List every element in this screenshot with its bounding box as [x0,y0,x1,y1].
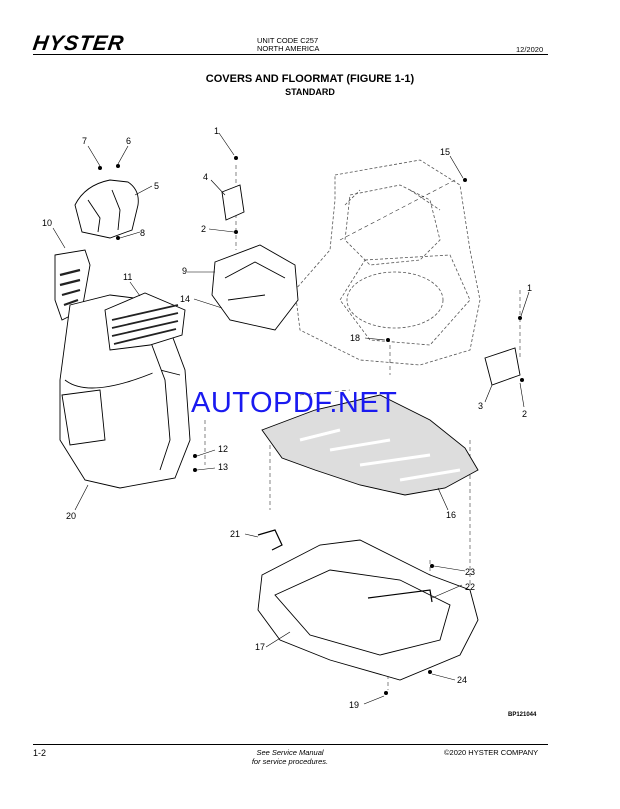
callout-label: 2 [201,224,206,234]
callout-label: 4 [203,172,208,182]
part-9-upper-cover [211,244,299,331]
callout-label: 10 [42,218,52,228]
callout-label: 15 [440,147,450,157]
unit-code: UNIT CODE C257 [257,36,319,45]
callout-label: 24 [457,675,467,685]
footer-note-line2: for service procedures. [251,757,329,766]
page-subtitle: STANDARD [285,87,335,97]
part-11-grille-cover [104,292,186,351]
callout-label: 1 [527,283,532,293]
callout-label: 6 [126,136,131,146]
fasteners [98,156,524,695]
page-title: COVERS AND FLOORMAT (FIGURE 1-1) [205,73,415,85]
callout-label: 23 [465,567,475,577]
callout-label: 8 [140,228,145,238]
callout-label: 17 [255,642,265,652]
watermark: AUTOPDF.NET [191,387,398,419]
callout-label: 2 [522,409,527,419]
callout-label: 13 [218,462,228,472]
callout-label: 11 [123,272,132,282]
part-5-cap [74,179,139,239]
footer-note-line1: See Service Manual [256,748,324,757]
callout-label: 3 [478,401,483,411]
region: NORTH AMERICA [257,44,320,53]
callout-label: 12 [218,444,228,454]
callout-label: 22 [465,582,475,592]
callout-label: 9 [182,266,187,276]
header-rule [33,54,548,55]
part-20-main-cover [59,294,191,489]
callout-labels: 7 6 5 8 10 11 4 1 2 9 14 15 18 1 3 2 12 … [42,126,532,710]
part-3-small-cover [484,347,521,386]
part-21-bracket [257,529,283,551]
footer-note: See Service Manual for service procedure… [0,748,580,766]
drawing-code: BP121044 [508,712,537,718]
callout-label: 5 [154,181,159,191]
callout-label: 1 [214,126,219,136]
callout-leaders [52,132,530,705]
callout-label: 21 [230,529,240,539]
header-date: 12/2020 [516,45,544,54]
unit-code-block: UNIT CODE C257 NORTH AMERICA [257,37,319,53]
part-22-bracket [367,589,433,603]
callout-label: 18 [350,333,360,343]
copyright: ©2020 HYSTER COMPANY [444,748,539,757]
part-4-small-cover [221,184,245,221]
part-17-floor-pan [257,539,479,681]
callout-label: 14 [180,294,190,304]
part-16-floormat [261,394,479,496]
callout-label: 20 [66,511,76,521]
callout-label: 19 [349,700,359,710]
page-number: 1-2 [33,748,47,758]
footer-rule [33,744,548,745]
callout-label: 7 [82,136,87,146]
callout-label: 16 [446,510,456,520]
chassis-outline [294,159,481,366]
